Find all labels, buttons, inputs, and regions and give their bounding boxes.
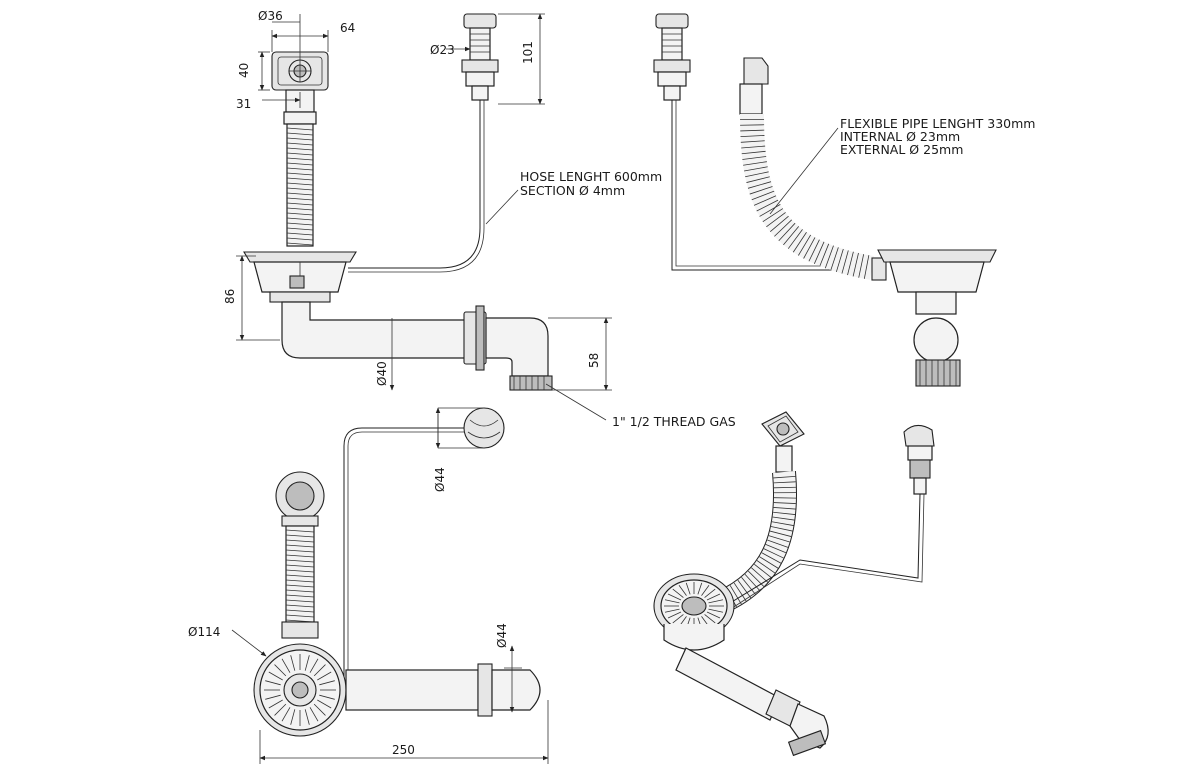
dim-d114: Ø114	[188, 625, 220, 639]
strainer-flange	[244, 252, 356, 262]
dim-w31: 31	[236, 97, 251, 111]
hose-leader	[486, 190, 518, 224]
thread-leader	[546, 384, 606, 420]
outlet-elbow	[486, 318, 548, 376]
top-view: Ø44 Ø114 Ø44 250	[188, 408, 548, 764]
note-flex-external: EXTERNAL Ø 25mm	[840, 142, 963, 157]
dim-d23: Ø23	[430, 43, 455, 57]
note-thread: 1" 1/2 THREAD GAS	[612, 414, 736, 429]
dim-w64: 64	[340, 21, 355, 35]
dim-d40: Ø40	[375, 361, 389, 386]
popup-head-top	[464, 408, 504, 448]
popup-button	[464, 14, 496, 28]
note-hose-section: SECTION Ø 4mm	[520, 183, 625, 198]
cable-hose	[348, 100, 480, 268]
note-hose-length: HOSE LENGHT 600mm	[520, 169, 662, 184]
dim-h86: 86	[223, 289, 237, 304]
dim-d36: Ø36	[258, 9, 283, 23]
dim-w250: 250	[392, 743, 415, 757]
dim-h40: 40	[237, 63, 251, 78]
dim-d44-bottom: Ø44	[495, 623, 509, 648]
side-view: FLEXIBLE PIPE LENGHT 330mm INTERNAL Ø 23…	[654, 14, 1035, 386]
dim-h101: 101	[521, 41, 535, 64]
isometric-view	[654, 412, 934, 755]
thread-outlet	[510, 376, 552, 390]
dim-h58: 58	[587, 353, 601, 368]
flex-leader	[770, 128, 838, 214]
horizontal-pipe	[282, 302, 470, 358]
dim-d44-top: Ø44	[433, 467, 447, 492]
